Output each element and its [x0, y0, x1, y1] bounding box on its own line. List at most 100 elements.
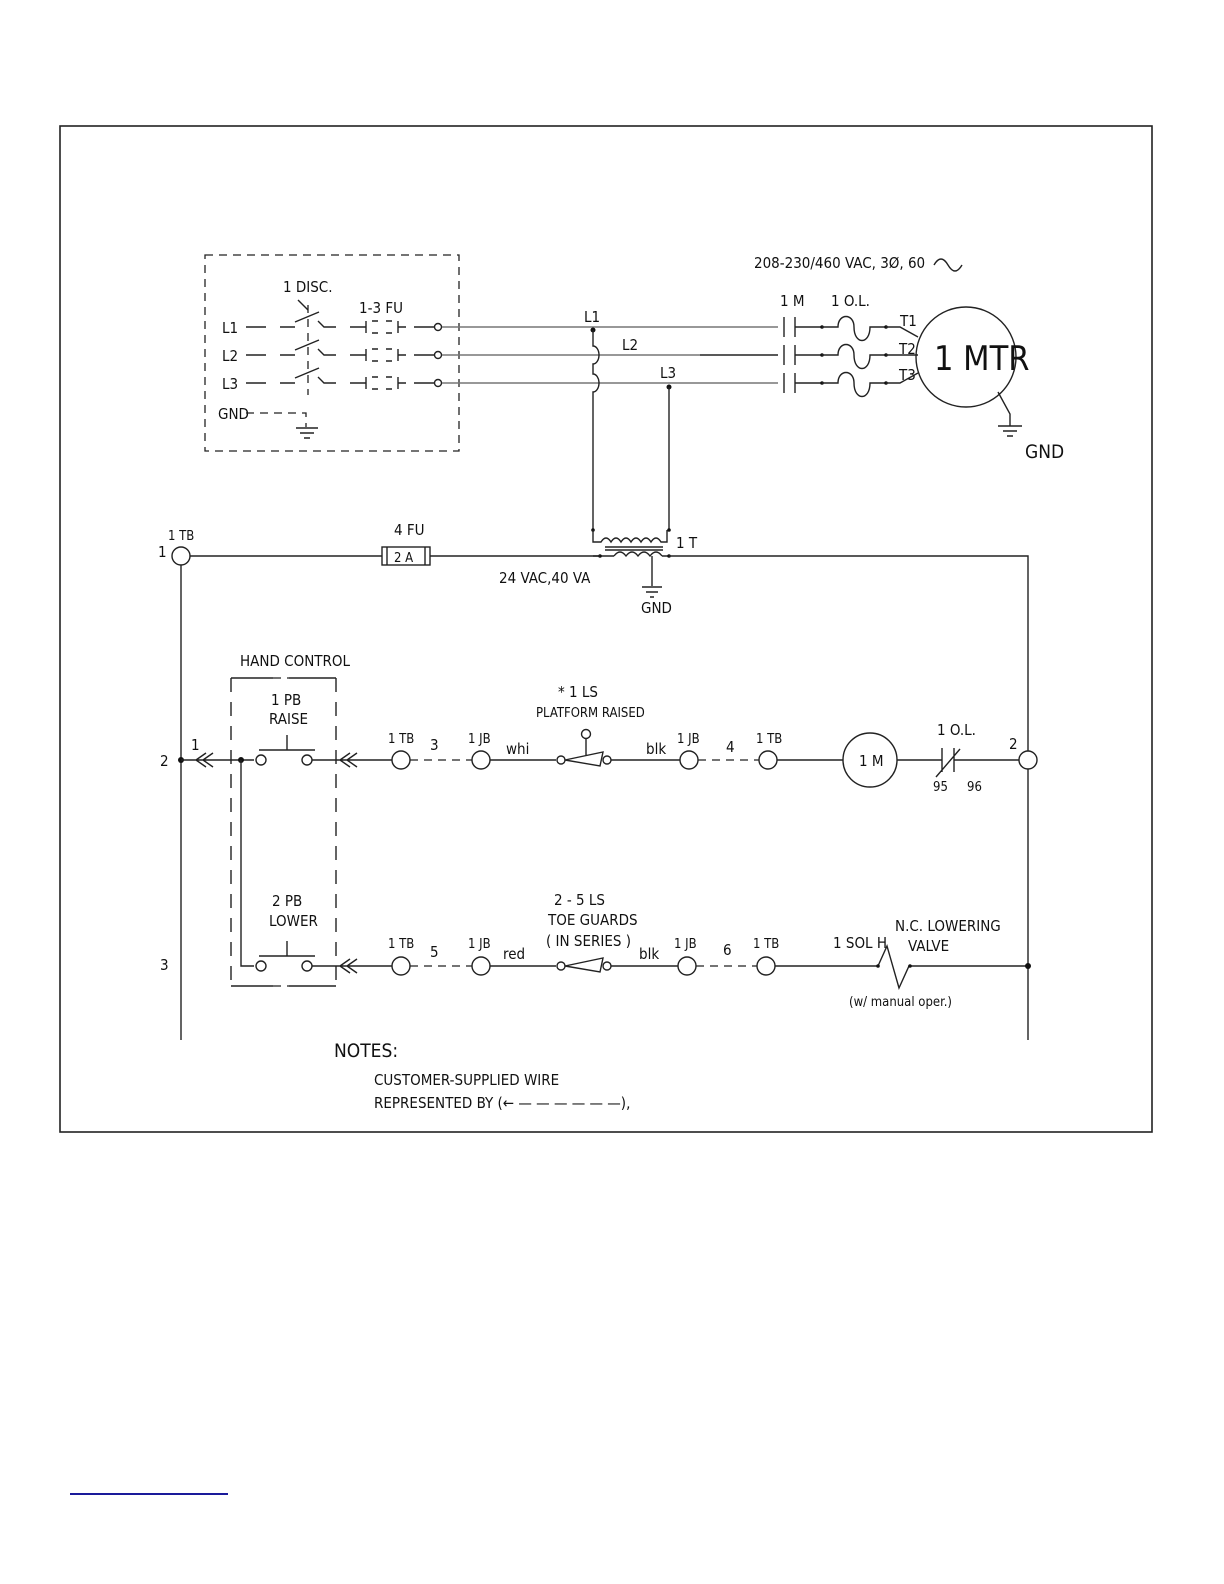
notes-title: NOTES:: [334, 1040, 398, 1062]
rung2-terminal-jb2: [679, 750, 699, 770]
transformer-label: 1 T: [676, 534, 698, 552]
drawing-border: [59, 125, 1153, 1133]
bus-l3-label: L3: [660, 364, 676, 382]
control-transformer: [591, 528, 671, 598]
rung2-wire-in: 1: [191, 736, 200, 754]
raise-button-label: RAISE: [269, 710, 308, 728]
rung3-color-b: blk: [639, 945, 659, 963]
rung3-color-a: red: [503, 945, 525, 963]
supply-voltage-label: 208-230/460 VAC, 3Ø, 60: [754, 254, 925, 272]
valve-label-line1: N.C. LOWERING: [895, 917, 1001, 935]
plug-connector-left: [181, 752, 254, 768]
toe-guards-series: ( IN SERIES ): [546, 932, 631, 950]
rung-1-number: 1: [158, 543, 167, 561]
terminal-t1-label: T1: [899, 312, 917, 330]
input-l2-label: L2: [222, 347, 238, 365]
ol-terminal-96: 96: [967, 780, 982, 795]
disconnect-enclosure: 1 DISC. 1-3 FU L1 L2 L3 GND: [204, 254, 460, 452]
ac-sine-icon: [933, 258, 963, 272]
input-l1-label: L1: [222, 319, 238, 337]
lower-pushbutton[interactable]: [255, 941, 315, 972]
rung3-tb2-label: 1 TB: [753, 937, 779, 952]
enclosure-outline: [204, 254, 460, 452]
control-fuse-rating: 2 A: [394, 551, 413, 566]
lower-button-label: LOWER: [269, 912, 318, 930]
toe-guards-id: 2 - 5 LS: [554, 891, 605, 909]
rung3-terminal-tb2: [756, 956, 776, 976]
rung2-wire-b: 4: [726, 738, 735, 756]
rung3-jb2-label: 1 JB: [674, 937, 697, 952]
limit-switch-1-label: PLATFORM RAISED: [536, 706, 645, 721]
solenoid-coil: [877, 943, 1028, 991]
rung2-wire-a: 3: [430, 736, 439, 754]
ground-icon: [296, 427, 318, 439]
rung2-color-b: blk: [646, 740, 666, 758]
notes-line-1: CUSTOMER-SUPPLIED WIRE: [374, 1071, 559, 1089]
hand-control-title: HAND CONTROL: [240, 652, 351, 670]
overload-heaters: [820, 315, 919, 398]
ol-terminal-95: 95: [933, 780, 948, 795]
raise-pushbutton[interactable]: [255, 735, 315, 766]
box-terminal-l3: [433, 378, 443, 388]
rung2-terminal-jb1: [471, 750, 491, 770]
contactor-label: 1 M: [780, 292, 805, 310]
rung2-color-a: whi: [506, 740, 529, 758]
input-gnd-label: GND: [218, 405, 249, 423]
control-supply-wire: [190, 555, 1029, 752]
terminal-t3-label: T3: [898, 366, 916, 384]
overload-label: 1 O.L.: [831, 292, 870, 310]
limit-switch-1-id: * 1 LS: [558, 683, 598, 701]
plug-connector-right-rung2: [312, 752, 400, 768]
rung2-jb1-label: 1 JB: [468, 732, 491, 747]
transformer-ground-label: GND: [641, 599, 672, 617]
rung3-jb1-label: 1 JB: [468, 937, 491, 952]
rung2-terminal-tb1: [391, 750, 411, 770]
toe-guards-label: TOE GUARDS: [547, 911, 638, 929]
box-terminal-l1: [433, 322, 443, 332]
box-ground-wire: [246, 412, 307, 427]
transformer-ground-icon: [642, 556, 662, 598]
rung2-jb2-label: 1 JB: [677, 732, 700, 747]
three-phase-bus: L1 L2 L3: [442, 308, 778, 530]
contactor-coil-label: 1 M: [859, 752, 884, 770]
bus-l1-label: L1: [584, 308, 600, 326]
rung2-tb1-label: 1 TB: [388, 732, 414, 747]
ol-nc-contact: [935, 748, 961, 778]
lower-button-id: 2 PB: [272, 892, 302, 910]
hand-control-enclosure: [230, 677, 337, 987]
contactor-contacts: [783, 317, 821, 393]
fuses-label: 1-3 FU: [359, 299, 403, 317]
rung3-wire-b: 6: [723, 941, 732, 959]
input-l3-label: L3: [222, 375, 238, 393]
terminal-2: [1018, 750, 1038, 770]
rung3-wire-a: 5: [430, 943, 439, 961]
control-fuse-body: [381, 546, 431, 566]
terminal-1tb-1: [171, 546, 191, 566]
motor-ground-icon: [997, 391, 1022, 437]
motor-circle: [915, 306, 1017, 408]
rung3-terminal-tb1: [391, 956, 411, 976]
box-terminal-l2: [433, 350, 443, 360]
rung-2-number: 2: [160, 752, 169, 770]
rung2-end-wire: 2: [1009, 735, 1018, 753]
rung2-tb2-label: 1 TB: [756, 732, 782, 747]
rung3-terminal-jb2: [677, 956, 697, 976]
rung3-tb1-label: 1 TB: [388, 937, 414, 952]
motor-ground-label: GND: [1025, 441, 1064, 463]
motor-label: 1 MTR: [934, 339, 1030, 379]
valve-note: (w/ manual oper.): [849, 995, 952, 1010]
plug-connector-right-rung3: [312, 958, 392, 974]
tb-label-rung1: 1 TB: [168, 529, 194, 544]
valve-label-line2: VALVE: [908, 937, 949, 955]
terminal-t2-label: T2: [898, 340, 916, 358]
bus-l2-label: L2: [622, 336, 638, 354]
rung3-terminal-jb1: [471, 956, 491, 976]
disconnect-switch-symbols: [246, 299, 358, 395]
transformer-rating: 24 VAC,40 VA: [499, 569, 591, 587]
limit-switch-1-symbol: [556, 728, 612, 767]
raise-button-id: 1 PB: [271, 691, 301, 709]
rung-3-number: 3: [160, 956, 169, 974]
footer-link-underline[interactable]: [70, 1493, 228, 1495]
control-fuse-label: 4 FU: [394, 521, 425, 539]
